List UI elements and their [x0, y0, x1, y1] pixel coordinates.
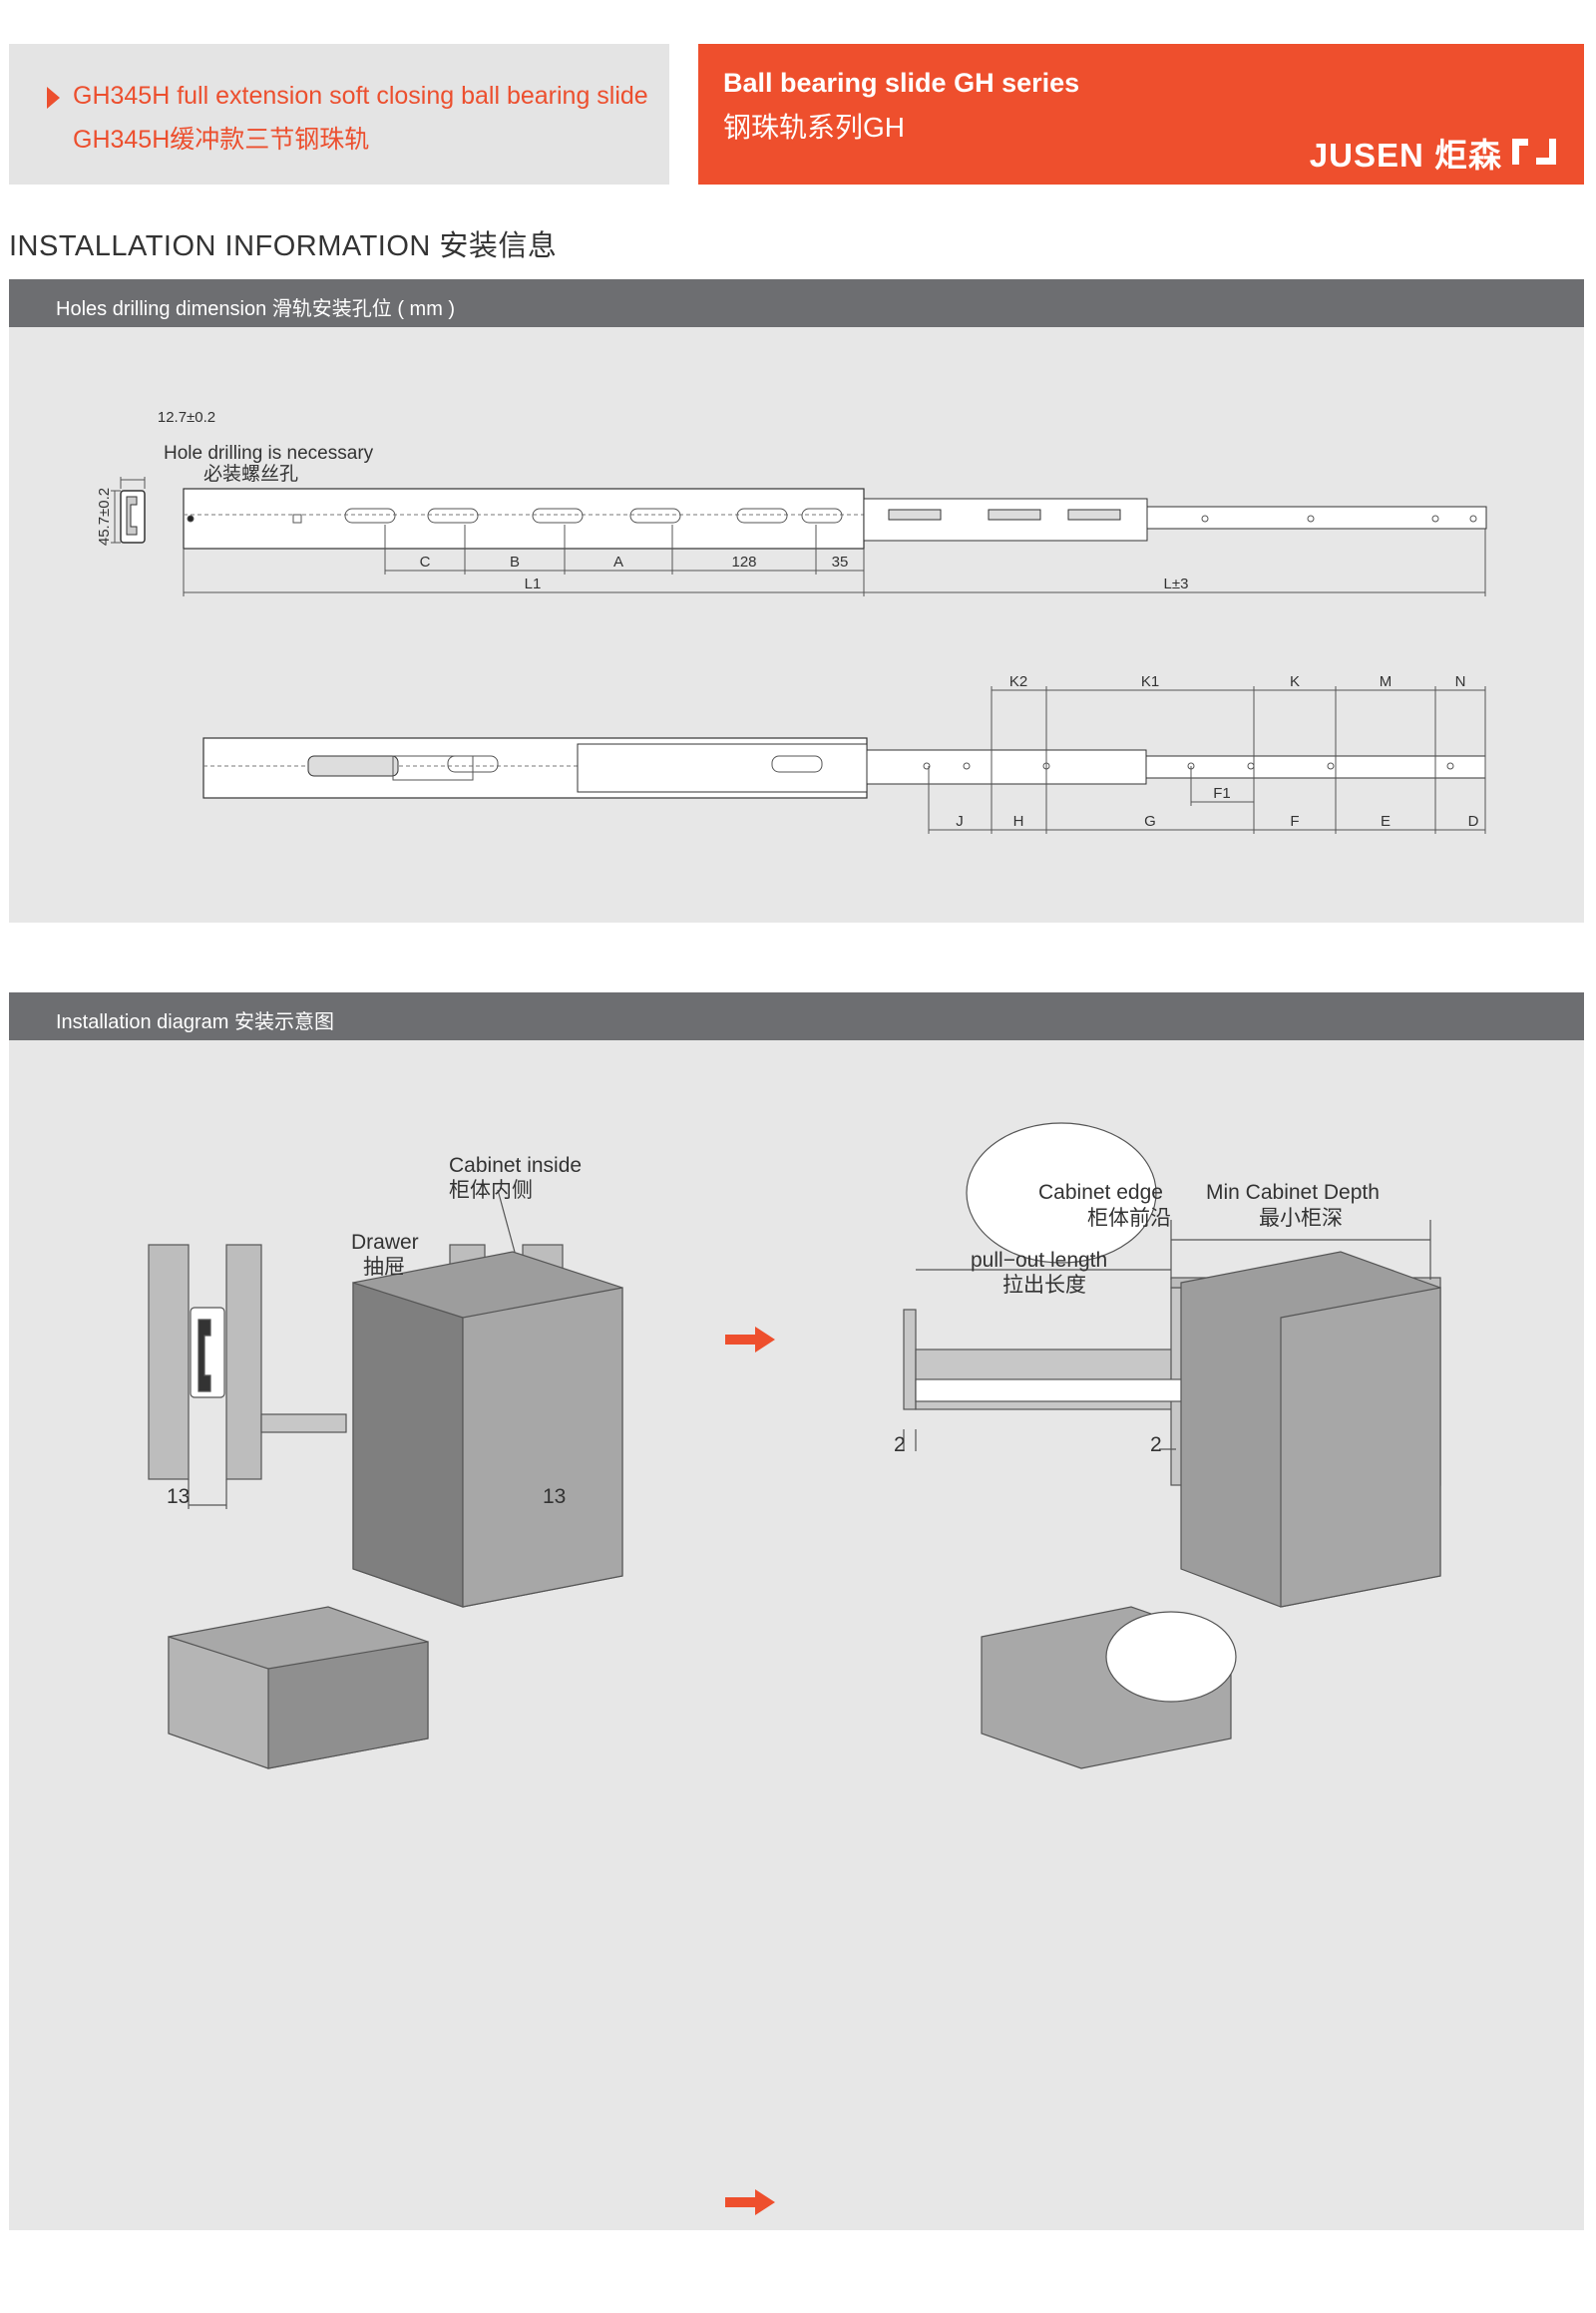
gap-b: 2 — [1150, 1433, 1162, 1456]
drawer-en: Drawer — [351, 1231, 419, 1254]
product-name-en: GH345H full extension soft closing ball … — [73, 82, 648, 110]
dim-G: G — [1144, 813, 1156, 830]
dim-height: 45.7±0.2 — [96, 488, 113, 546]
dim-B: B — [510, 554, 520, 571]
holes-band: Holes drilling dimension 滑轨安装孔位 ( mm ) — [9, 279, 1584, 327]
holes-panel: 12.7±0.2 45.7±0.2 C B A 128 35 L1 L±3 K2… — [9, 327, 1584, 923]
dim-N: N — [1455, 673, 1466, 690]
dim-K2: K2 — [1009, 673, 1027, 690]
min-depth-en: Min Cabinet Depth — [1206, 1181, 1380, 1204]
dim-A: A — [613, 554, 623, 571]
dim-E: E — [1381, 813, 1391, 830]
slide-rail-closed — [183, 488, 865, 550]
dim-K: K — [1290, 673, 1300, 690]
diagram-band-label: Installation diagram 安装示意图 — [56, 1011, 334, 1033]
dim-K1: K1 — [1141, 673, 1159, 690]
dim-J: J — [956, 813, 964, 830]
diagram-band: Installation diagram 安装示意图 — [9, 992, 1584, 1040]
series-title-en: Ball bearing slide GH series — [723, 68, 1080, 98]
series-title-cn: 钢珠轨系列GH — [723, 112, 906, 143]
dim-F: F — [1290, 813, 1299, 830]
dim-C: C — [420, 554, 431, 571]
cabinet-inside-en: Cabinet inside — [449, 1154, 582, 1177]
product-name-cn: GH345H缓冲款三节钢珠轨 — [73, 126, 370, 154]
diagram-panel: Cabinet inside 柜体内侧 Drawer 抽屉 13 13 Cabi… — [9, 1040, 1584, 2230]
gap-a: 2 — [894, 1433, 906, 1456]
gap-left: 13 — [167, 1485, 190, 1508]
section-title: INSTALLATION INFORMATION 安装信息 — [9, 230, 558, 262]
pullout-en: pull−out length — [971, 1249, 1107, 1272]
dim-128: 128 — [731, 554, 756, 571]
drawer-cn: 抽屉 — [363, 1256, 405, 1279]
dim-width: 12.7±0.2 — [158, 409, 215, 426]
dim-L1: L1 — [525, 576, 542, 592]
series-header: Ball bearing slide GH series 钢珠轨系列GH JUS… — [698, 44, 1584, 185]
cabinet-inside-cn: 柜体内侧 — [449, 1179, 533, 1202]
hole-note-en: Hole drilling is necessary — [164, 443, 374, 464]
dim-H: H — [1013, 813, 1024, 830]
installation-drawing: Cabinet inside 柜体内侧 Drawer 抽屉 13 13 Cabi… — [148, 1122, 1441, 2215]
pullout-cn: 拉出长度 — [1002, 1274, 1086, 1297]
holes-drawing: 12.7±0.2 45.7±0.2 C B A 128 35 L1 L±3 K2… — [96, 409, 1487, 834]
brand-name: JUSEN 炬森 — [1309, 137, 1502, 174]
gap-right: 13 — [543, 1485, 566, 1508]
hole-note-cn: 必装螺丝孔 — [203, 463, 298, 485]
product-header: GH345H full extension soft closing ball … — [9, 44, 669, 185]
dim-D: D — [1468, 813, 1479, 830]
min-depth-cn: 最小柜深 — [1259, 1207, 1343, 1230]
dim-L: L±3 — [1164, 576, 1189, 592]
mount-slots — [344, 508, 843, 524]
cabinet-edge-cn: 柜体前沿 — [1087, 1207, 1171, 1230]
cabinet-edge-en: Cabinet edge — [1038, 1181, 1163, 1204]
dim-35: 35 — [832, 554, 849, 571]
dim-F1: F1 — [1213, 785, 1231, 802]
holes-band-label: Holes drilling dimension 滑轨安装孔位 ( mm ) — [56, 298, 456, 320]
brand-logo: JUSEN 炬森 — [1310, 129, 1556, 177]
arrow-icon — [725, 1327, 775, 1352]
brand-mark-icon — [1512, 139, 1556, 167]
dim-M: M — [1380, 673, 1393, 690]
bullet-triangle-icon — [47, 87, 60, 109]
